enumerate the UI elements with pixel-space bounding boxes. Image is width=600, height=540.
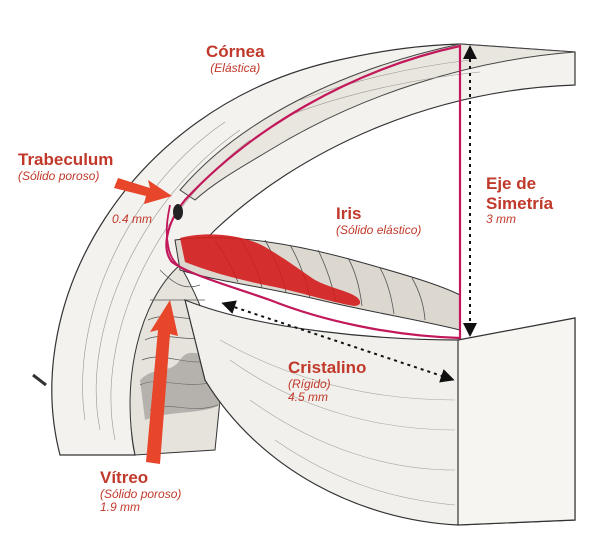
label-vitreo-name: Vítreo — [100, 468, 149, 487]
label-eje-name-2: Simetría — [486, 193, 554, 213]
arrow-trabeculum-icon — [114, 178, 172, 204]
label-trabeculum-dim: 0.4 mm — [112, 212, 153, 226]
label-trabeculum-name: Trabeculum — [18, 150, 114, 169]
label-cristalino-sub: (Rígido) — [288, 376, 331, 391]
label-trabeculum-sub: (Sólido poroso) — [18, 168, 100, 183]
label-trabeculum: Trabeculum (Sólido poroso) — [18, 150, 113, 183]
trabecular-gap-outline — [165, 204, 191, 273]
cornea-top-face — [179, 43, 576, 201]
label-vitreo: Vítreo (Sólido poroso) 1.9 mm — [100, 468, 181, 515]
label-iris: Iris (Sólido elástico) — [336, 204, 421, 237]
label-cornea-sub: (Elástica) — [210, 60, 261, 75]
label-cornea: Córnea (Elástica) — [206, 42, 265, 75]
label-cristalino-name: Cristalino — [288, 358, 367, 377]
label-eje-name-1: Eje de — [486, 174, 537, 193]
iris-solid-region — [180, 234, 361, 306]
trabeculum-spot — [173, 204, 183, 220]
label-cristalino-dim: 4.5 mm — [288, 390, 329, 405]
label-cornea-name: Córnea — [206, 42, 265, 61]
label-cristalino: Cristalino (Rígido) 4.5 mm — [288, 358, 366, 405]
label-eje: Eje de Simetría 3 mm — [486, 174, 553, 227]
label-eje-dim: 3 mm — [486, 212, 516, 227]
label-vitreo-sub: (Sólido poroso) — [100, 486, 182, 501]
label-vitreo-dim: 1.9 mm — [100, 500, 141, 515]
label-iris-name: Iris — [336, 204, 362, 223]
cornea-mark — [32, 373, 47, 387]
label-iris-sub: (Sólido elástico) — [336, 222, 422, 237]
lens-front-face — [457, 317, 576, 526]
arrow-vitreo-icon — [146, 300, 178, 464]
